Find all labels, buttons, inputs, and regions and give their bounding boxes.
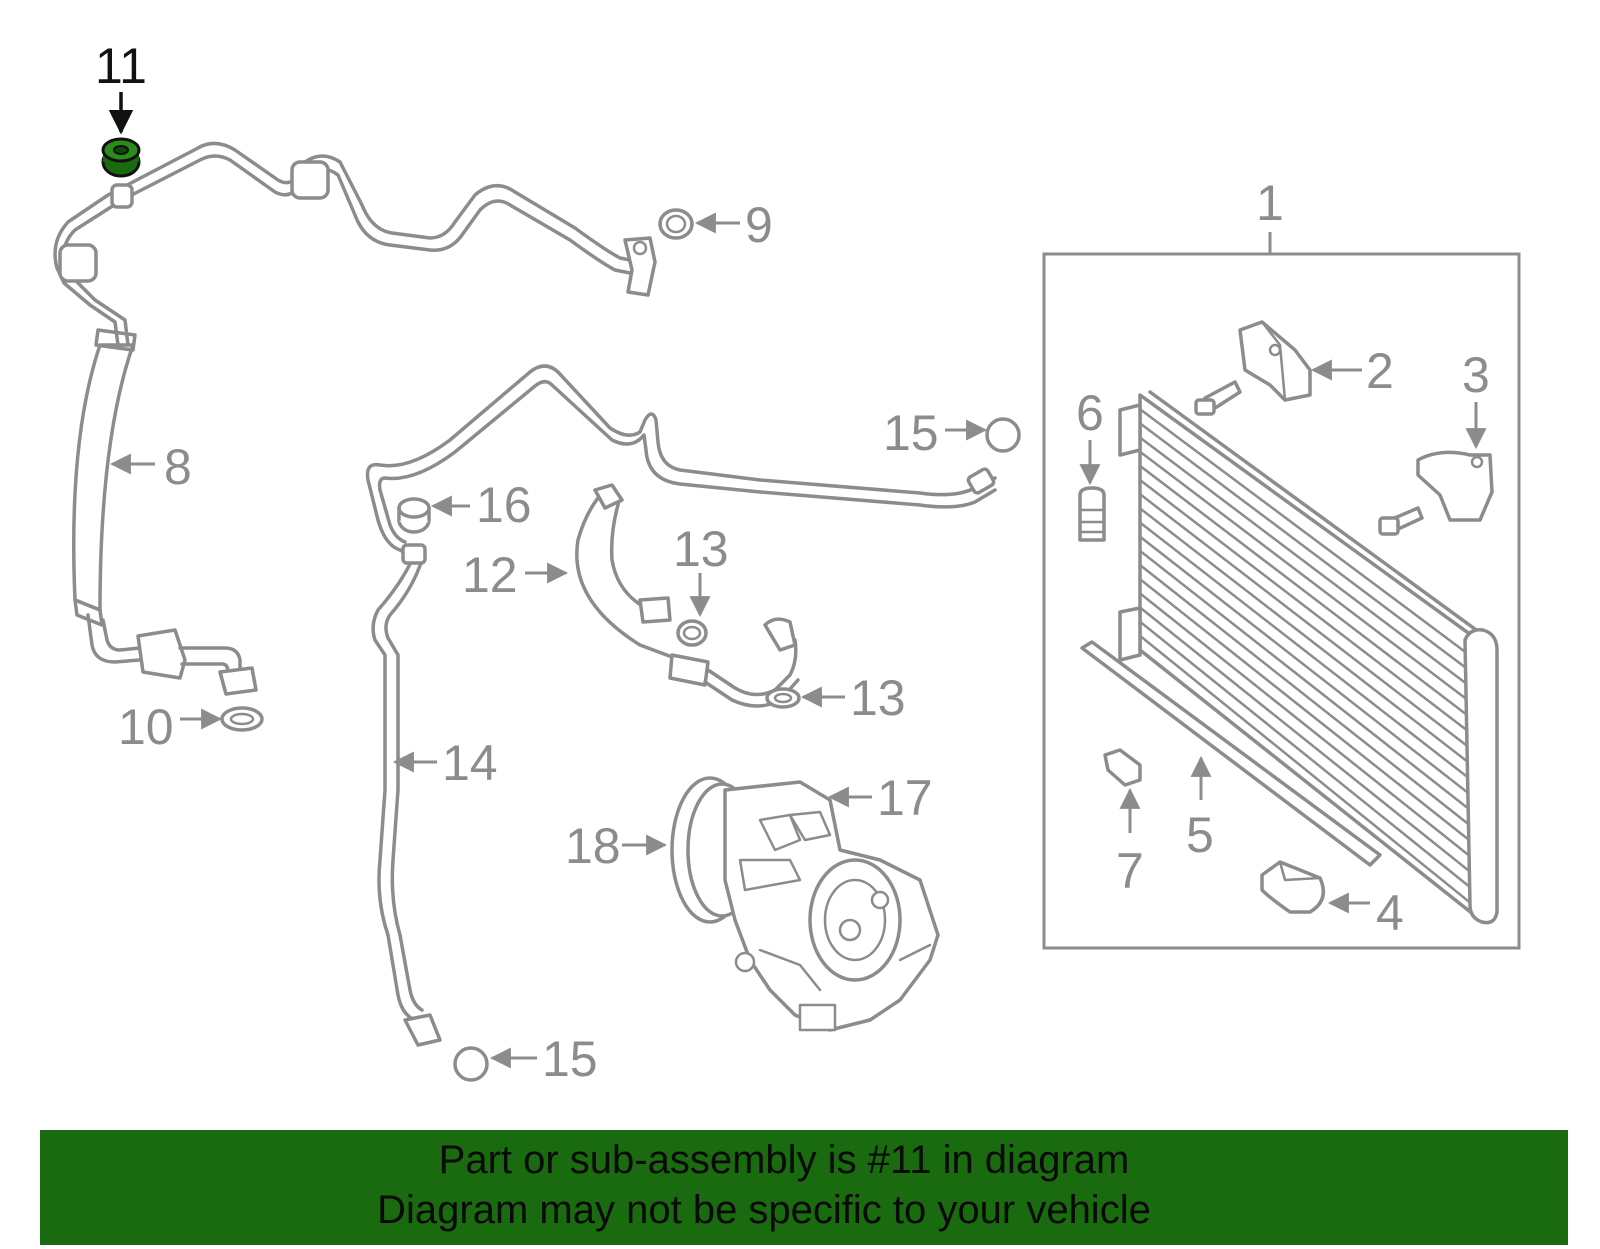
part-6-pressure-switch[interactable]: [1078, 486, 1106, 542]
part-14-pipe[interactable]: [365, 364, 997, 1047]
part-7-clip[interactable]: [1103, 748, 1142, 787]
condenser-fin: [1139, 564, 1471, 827]
info-banner: Part or sub-assembly is #11 in diagram D…: [40, 1130, 1568, 1245]
part-1-condenser[interactable]: [1118, 390, 1499, 925]
callout-10: 10: [118, 699, 174, 755]
part-12-hose[interactable]: [575, 483, 800, 708]
condenser-fin: [1139, 592, 1471, 858]
part-1-box: [1042, 252, 1521, 950]
part-16-cap[interactable]: [397, 497, 431, 534]
condenser-fin: [1139, 493, 1471, 750]
callout-14: 14: [442, 735, 498, 791]
callout-8: 8: [164, 439, 192, 495]
callout-7: 7: [1116, 843, 1144, 899]
part-11-cap[interactable]: [101, 137, 141, 178]
condenser-fin: [1139, 479, 1471, 734]
condenser-fin: [1139, 578, 1471, 842]
callout-3: 3: [1462, 347, 1490, 403]
callout-1: 1: [1256, 175, 1284, 231]
condenser-fin: [1139, 620, 1471, 889]
part-15-o-ring-lower[interactable]: [453, 1046, 489, 1082]
banner-line-disclaimer: Diagram may not be specific to your vehi…: [377, 1188, 1151, 1232]
callout-11: 11: [95, 38, 147, 94]
callout-9: 9: [745, 197, 773, 253]
condenser-fin: [1139, 436, 1471, 688]
part-2-bracket[interactable]: [1194, 320, 1312, 416]
callout-13-upper: 13: [673, 521, 729, 577]
callout-12: 12: [462, 547, 518, 603]
part-10-o-ring[interactable]: [220, 706, 264, 732]
callout-4: 4: [1376, 885, 1404, 941]
part-5-seal-strip[interactable]: [1080, 640, 1382, 867]
condenser-fin: [1139, 535, 1471, 796]
callout-13-lower: 13: [850, 670, 906, 726]
condenser-fin: [1139, 634, 1471, 904]
part-3-bracket[interactable]: [1378, 450, 1494, 536]
condenser-fin: [1139, 450, 1471, 703]
part-8-hose-assembly[interactable]: [53, 141, 657, 696]
condenser-fin: [1139, 521, 1471, 780]
banner-line-part-number: Part or sub-assembly is #11 in diagram: [438, 1138, 1130, 1182]
callout-18: 18: [565, 818, 621, 874]
part-9-o-ring[interactable]: [658, 208, 694, 240]
callout-6: 6: [1076, 385, 1104, 441]
part-13-o-ring-upper[interactable]: [676, 619, 708, 647]
callout-17: 17: [877, 770, 933, 826]
callout-5: 5: [1186, 807, 1214, 863]
part-4-clip[interactable]: [1260, 860, 1326, 914]
condenser-fin: [1139, 549, 1471, 811]
part-18-compressor[interactable]: [670, 776, 940, 1032]
callout-15-lower: 15: [542, 1031, 598, 1087]
part-13-o-ring-lower[interactable]: [765, 687, 801, 709]
condenser-fin: [1139, 464, 1471, 719]
callout-16: 16: [476, 477, 532, 533]
condenser-fin: [1139, 422, 1471, 672]
callout-2: 2: [1366, 343, 1394, 399]
condenser-fin: [1139, 606, 1471, 873]
callout-15-upper: 15: [883, 405, 939, 461]
condenser-fin: [1139, 507, 1471, 765]
condenser-fin: [1139, 408, 1471, 657]
part-15-o-ring-upper[interactable]: [985, 417, 1021, 453]
